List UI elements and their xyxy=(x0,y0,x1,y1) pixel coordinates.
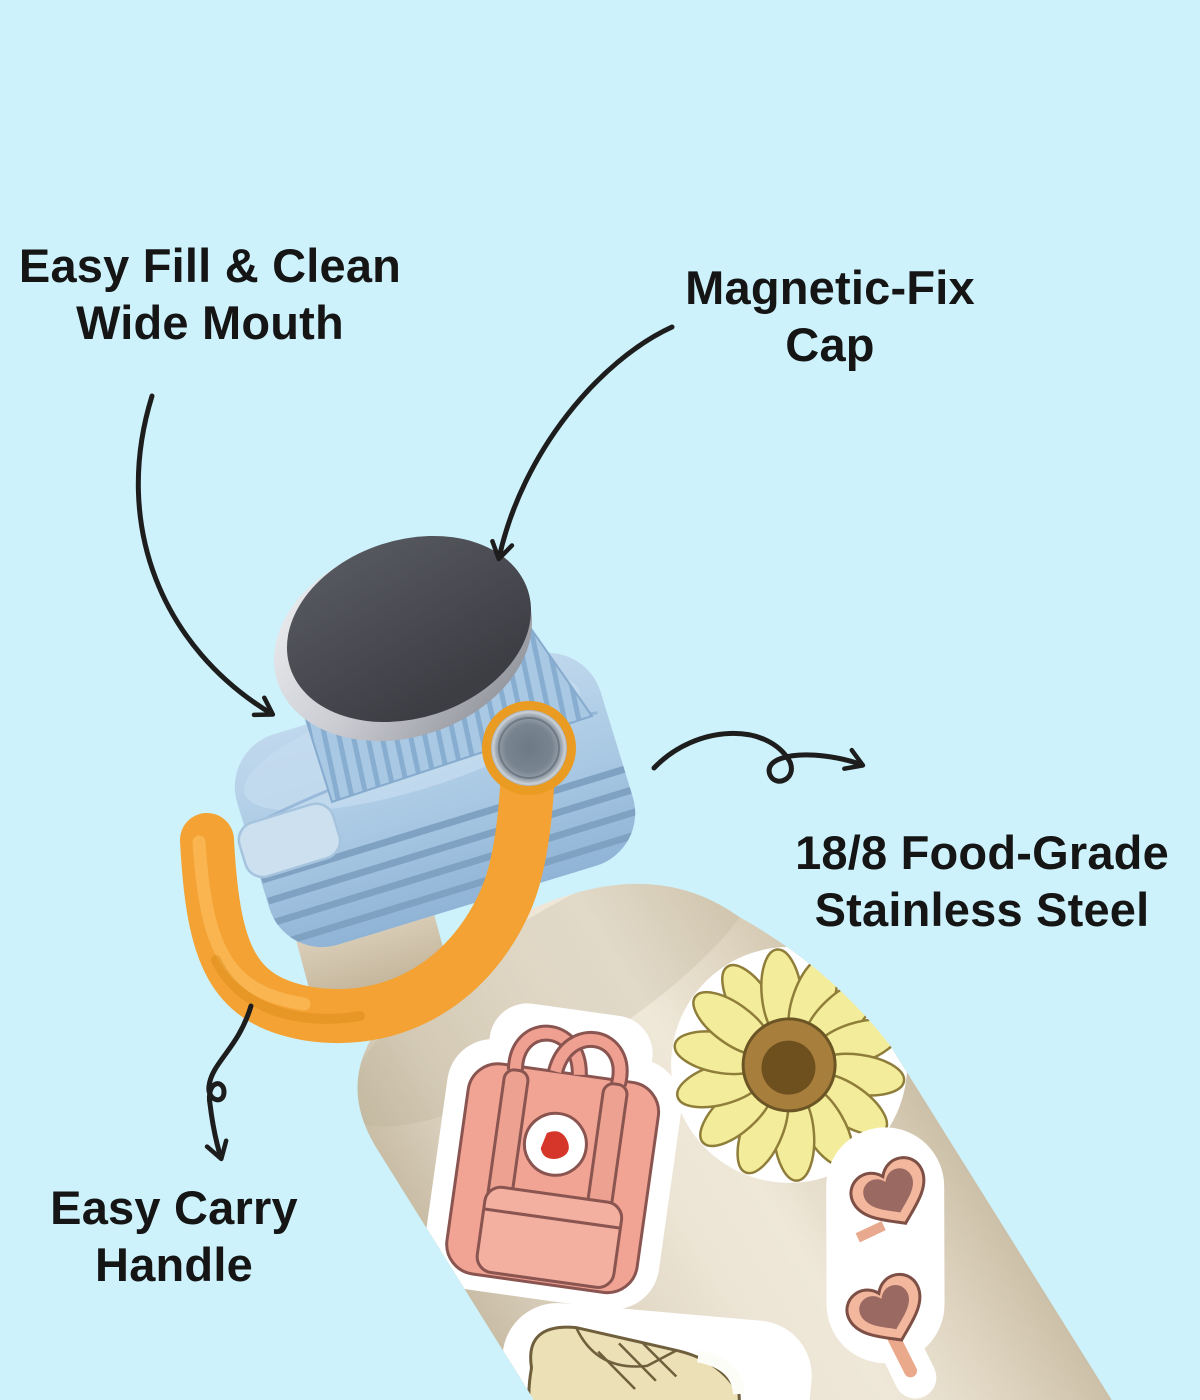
arrow-magnetic-cap xyxy=(490,324,675,562)
spout-tab xyxy=(237,802,342,879)
arrow-stainless-steel xyxy=(651,731,866,784)
backpack-sticker xyxy=(424,1003,682,1310)
handle-rivet xyxy=(482,701,576,795)
label-stainless-steel: 18/8 Food-Grade Stainless Steel xyxy=(795,826,1169,936)
carry-handle xyxy=(180,725,556,1044)
bottle-body xyxy=(345,845,1200,1400)
arrow-easy-fill xyxy=(135,393,276,718)
body-shadow xyxy=(345,845,760,1127)
sunglasses-sticker xyxy=(826,1127,945,1399)
sneakers-sticker xyxy=(495,1303,812,1400)
arrow-carry-handle xyxy=(204,1003,254,1162)
label-magnetic-fix-cap: Magnetic-Fix Cap xyxy=(685,261,975,371)
cap-top-disc xyxy=(274,535,532,741)
sunflower-sticker xyxy=(671,946,908,1183)
label-easy-carry-handle: Easy Carry Handle xyxy=(50,1181,298,1291)
label-easy-fill-wide-mouth: Easy Fill & Clean Wide Mouth xyxy=(18,239,402,349)
